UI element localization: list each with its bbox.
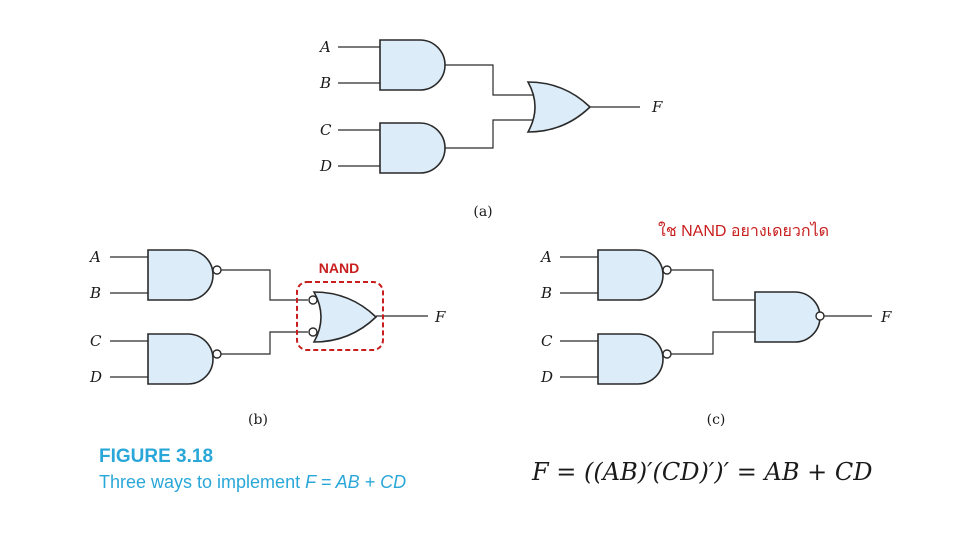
inversion-bubble bbox=[662, 265, 672, 275]
caption-c: (c) bbox=[707, 412, 726, 428]
nand-gate-top bbox=[597, 249, 664, 301]
label-b: B bbox=[319, 74, 331, 92]
caption-b: (b) bbox=[248, 412, 268, 428]
label-a: A bbox=[88, 248, 101, 266]
label-a: A bbox=[318, 38, 331, 56]
diagram-a: A B C D F (a) bbox=[318, 38, 663, 220]
or-invert-gate bbox=[313, 291, 377, 343]
or-gate bbox=[527, 81, 591, 133]
label-a: A bbox=[539, 248, 552, 266]
inversion-bubble bbox=[662, 349, 672, 359]
diagram-c: ใช NAND อยางเดยวกได A B C D F (c) bbox=[539, 221, 892, 428]
label-c: C bbox=[90, 332, 102, 350]
and-gate-bottom bbox=[379, 122, 446, 174]
figure-subtitle-prefix: Three ways to implement bbox=[99, 472, 306, 492]
figure-subtitle-expr: F = AB + CD bbox=[305, 472, 407, 492]
inversion-bubble bbox=[815, 311, 825, 321]
thai-note: ใช NAND อยางเดยวกได bbox=[658, 221, 829, 240]
nand-gate-bottom bbox=[597, 333, 664, 385]
label-d: D bbox=[319, 157, 332, 175]
nand-gate-output bbox=[754, 291, 821, 343]
diagram-b: A B C D NAND F (b) bbox=[88, 248, 446, 428]
figure-subtitle: Three ways to implement F = AB + CD bbox=[99, 472, 406, 493]
label-d: D bbox=[540, 368, 553, 386]
label-b: B bbox=[540, 284, 552, 302]
nand-gate-bottom bbox=[147, 333, 214, 385]
inversion-bubble bbox=[212, 265, 222, 275]
figure-title: FIGURE 3.18 bbox=[99, 446, 214, 467]
nand-highlight-box bbox=[296, 281, 384, 351]
inversion-bubble bbox=[212, 349, 222, 359]
nand-gate-top bbox=[147, 249, 214, 301]
label-f: F bbox=[880, 308, 892, 326]
label-c: C bbox=[320, 121, 332, 139]
inversion-bubble bbox=[308, 327, 318, 337]
label-f: F bbox=[651, 98, 663, 116]
boolean-equation: F = ((AB)′(CD)′)′ = AB + CD bbox=[532, 458, 873, 486]
inversion-bubble bbox=[308, 295, 318, 305]
and-gate-top bbox=[379, 39, 446, 91]
caption-a: (a) bbox=[473, 204, 492, 220]
label-b: B bbox=[89, 284, 101, 302]
nand-highlight-label: NAND bbox=[319, 260, 359, 276]
label-f: F bbox=[434, 308, 446, 326]
label-d: D bbox=[89, 368, 102, 386]
label-c: C bbox=[541, 332, 553, 350]
